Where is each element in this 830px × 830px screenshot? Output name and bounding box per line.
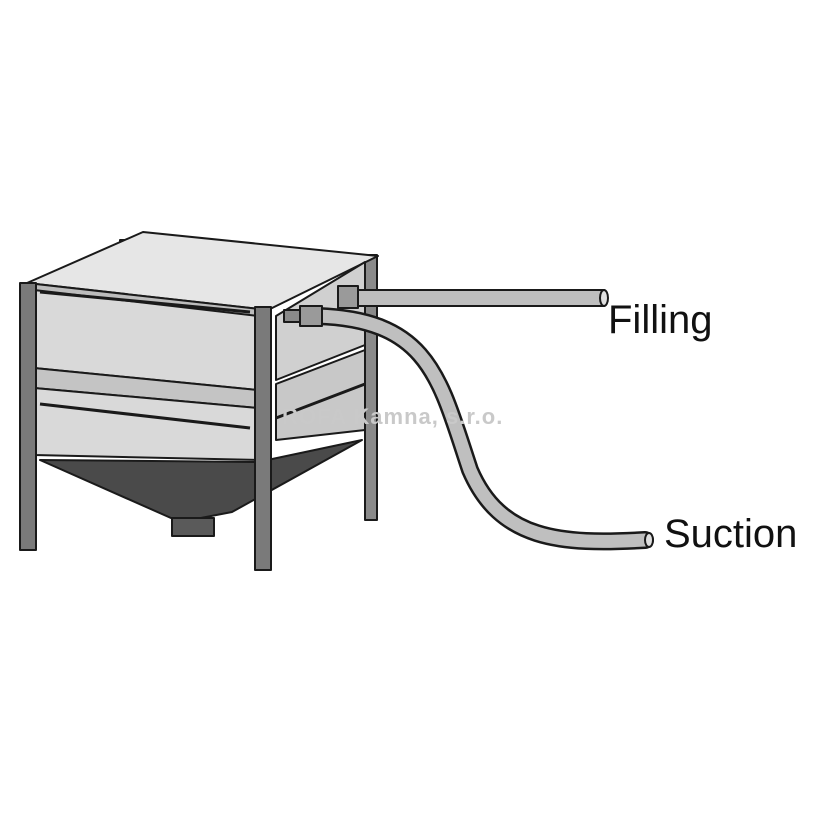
front-right-leg xyxy=(254,306,272,571)
suction-coupling xyxy=(299,305,323,327)
filling-label: Filling xyxy=(608,298,713,342)
side-connector xyxy=(283,309,301,323)
front-seam-mid xyxy=(39,402,251,430)
suction-hose-fill xyxy=(311,309,652,548)
front-left-leg xyxy=(19,282,37,551)
hopper-outlet xyxy=(171,517,215,537)
suction-label: Suction xyxy=(664,512,798,556)
side-lower-panel xyxy=(275,349,366,441)
side-seam xyxy=(275,382,366,420)
suction-hose-end xyxy=(644,532,654,548)
watermark-text: ROFA Kamna, s.r.o. xyxy=(282,404,504,429)
hopper-cone xyxy=(39,439,363,523)
filling-coupling xyxy=(337,285,359,309)
filling-pipe-end xyxy=(599,289,609,307)
front-seam-top xyxy=(39,290,251,314)
filling-pipe xyxy=(355,289,605,307)
